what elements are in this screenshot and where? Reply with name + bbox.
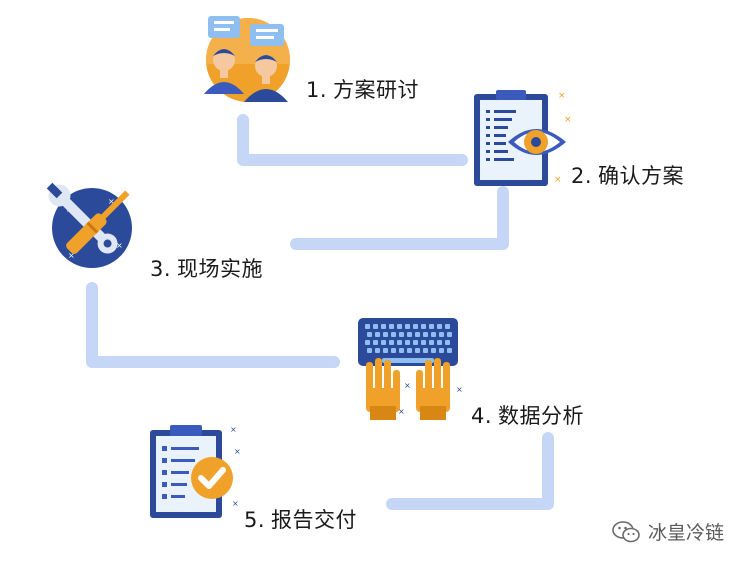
svg-text:×: × <box>232 499 239 508</box>
connector-3-4 <box>86 282 340 368</box>
keyboard-key <box>445 324 450 329</box>
connector-1-2 <box>237 114 468 166</box>
clipboard-check-icon: × × × <box>150 425 241 518</box>
step-5-text: 报告交付 <box>271 508 358 532</box>
keyboard-key <box>407 332 412 337</box>
svg-text:×: × <box>116 241 123 250</box>
svg-text:×: × <box>558 91 566 101</box>
step-2-number: 2. <box>571 164 593 188</box>
keyboard-key <box>399 348 404 353</box>
step-2-text: 确认方案 <box>598 164 685 188</box>
step-1-label: 1.方案研讨 <box>306 74 419 104</box>
keyboard-key <box>389 324 394 329</box>
keyboard-hands-icon: × × × <box>358 318 463 420</box>
keyboard-key <box>383 332 388 337</box>
connector-paths <box>86 114 554 510</box>
step-1-text: 方案研讨 <box>333 78 420 102</box>
keyboard-key <box>375 348 380 353</box>
svg-text:×: × <box>68 251 75 260</box>
keyboard-key <box>431 332 436 337</box>
step-4-number: 4. <box>471 404 493 428</box>
keyboard-key <box>367 348 372 353</box>
step-3-text: 现场实施 <box>177 257 264 281</box>
wrench-screwdriver-icon: ×××× <box>46 182 132 268</box>
keyboard-key <box>437 324 442 329</box>
step-4-label: 4.数据分析 <box>471 400 584 430</box>
keyboard-key <box>423 348 428 353</box>
step-1-number: 1. <box>306 78 328 102</box>
step-3-number: 3. <box>150 257 172 281</box>
keyboard-key <box>421 324 426 329</box>
keyboard-key <box>399 332 404 337</box>
keyboard-key <box>439 332 444 337</box>
step-3-label: 3.现场实施 <box>150 253 263 283</box>
keyboard-key <box>383 348 388 353</box>
connector-4-5 <box>386 432 554 510</box>
keyboard-key <box>373 324 378 329</box>
keyboard-key <box>445 340 450 345</box>
step-2-label: 2.确认方案 <box>571 160 684 190</box>
keyboard-key <box>397 340 402 345</box>
keyboard-key <box>405 324 410 329</box>
svg-text:×: × <box>108 197 115 206</box>
discussion-people-icon <box>204 16 290 102</box>
keyboard-key <box>381 340 386 345</box>
keyboard-key <box>391 332 396 337</box>
svg-text:×: × <box>456 385 463 394</box>
keyboard-key <box>397 324 402 329</box>
keyboard-key <box>365 324 370 329</box>
step-4-text: 数据分析 <box>498 404 585 428</box>
clipboard-eye-icon: × × × <box>474 90 572 186</box>
keyboard-key <box>415 332 420 337</box>
svg-text:×: × <box>230 425 237 434</box>
keyboard-key <box>423 332 428 337</box>
step-5-number: 5. <box>244 508 266 532</box>
watermark: 冰皇冷链 <box>612 518 724 545</box>
keyboard-key <box>439 348 444 353</box>
keyboard-key <box>413 324 418 329</box>
keyboard-key <box>391 348 396 353</box>
keyboard-key <box>405 340 410 345</box>
keyboard-key <box>375 332 380 337</box>
svg-text:×: × <box>404 381 411 390</box>
step-5-label: 5.报告交付 <box>244 504 357 534</box>
keyboard-key <box>415 348 420 353</box>
watermark-text: 冰皇冷链 <box>648 522 725 544</box>
svg-text:×: × <box>398 407 405 416</box>
keyboard-key <box>389 340 394 345</box>
connector-2-3 <box>290 186 509 250</box>
keyboard-key <box>431 348 436 353</box>
keyboard-key <box>447 348 452 353</box>
keyboard-key <box>407 348 412 353</box>
wechat-icon <box>612 520 640 542</box>
keyboard-key <box>365 340 370 345</box>
svg-text:×: × <box>554 175 562 185</box>
keyboard-key <box>421 340 426 345</box>
svg-text:×: × <box>234 447 241 456</box>
keyboard-key <box>437 340 442 345</box>
keyboard-key <box>367 332 372 337</box>
keyboard-key <box>381 324 386 329</box>
keyboard-key <box>429 340 434 345</box>
keyboard-key <box>413 340 418 345</box>
keyboard-key <box>429 324 434 329</box>
keyboard-key <box>447 332 452 337</box>
keyboard-key <box>373 340 378 345</box>
svg-text:×: × <box>564 115 572 125</box>
